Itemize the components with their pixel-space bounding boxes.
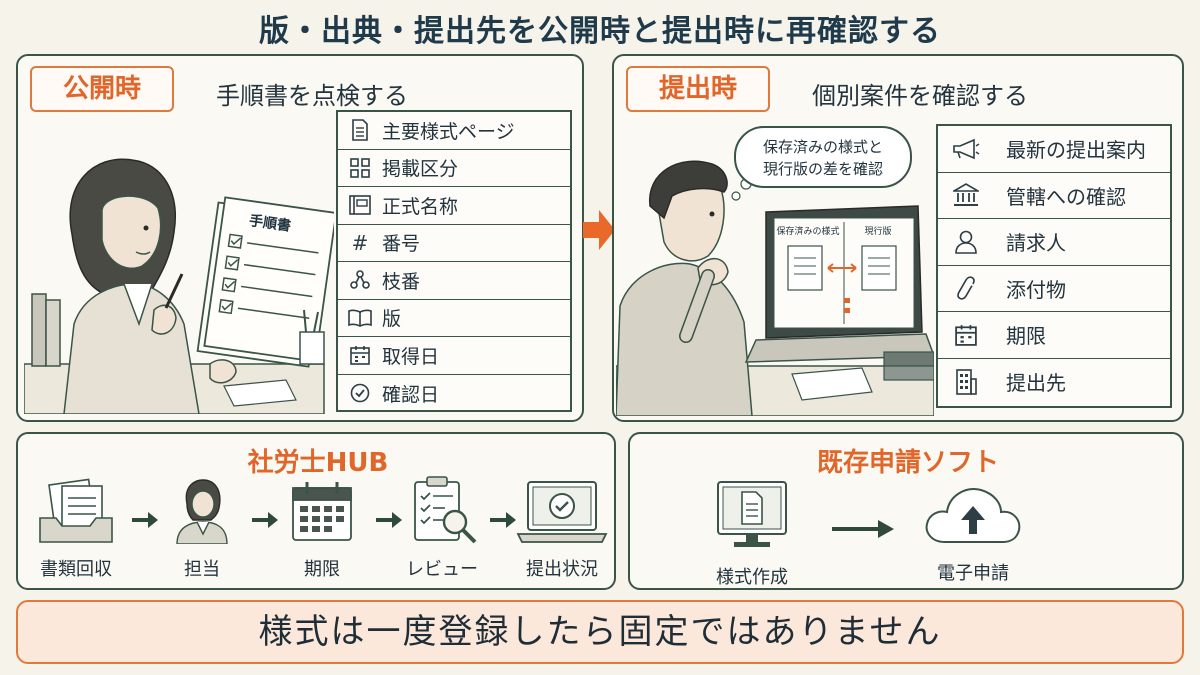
step-label: 期限 <box>304 559 340 580</box>
step-label: 書類回収 <box>40 559 112 580</box>
arrow-right-icon <box>490 512 516 528</box>
thought-bubble: 保存済みの様式と 現行版の差を確認 <box>734 126 912 188</box>
arrow-right-icon <box>376 512 402 528</box>
item-label: 版 <box>382 308 402 331</box>
item-label: 正式名称 <box>382 195 459 218</box>
bubble-line-2: 現行版の差を確認 <box>762 160 883 178</box>
page-title: 版・出典・提出先を公開時と提出時に再確認する <box>259 14 941 49</box>
list-item: 掲載区分 <box>338 150 570 187</box>
hub-title: 社労士HUB <box>247 448 389 478</box>
item-label: 取得日 <box>382 345 440 368</box>
calendar-icon <box>338 345 382 366</box>
woman-reviewing-illustration: 手順書 <box>24 158 334 414</box>
office-building-icon <box>938 368 994 395</box>
calendar-icon <box>938 324 994 346</box>
item-label: 主要様式ページ <box>382 120 515 143</box>
item-label: 確認日 <box>382 383 440 406</box>
item-label: 掲載区分 <box>382 158 459 181</box>
list-item: 枝番 <box>338 262 570 300</box>
list-item: 期限 <box>938 312 1170 359</box>
monitor-document-icon <box>717 481 787 547</box>
submit-subtitle: 個別案件を確認する <box>812 82 1028 110</box>
item-label: 請求人 <box>1006 231 1066 256</box>
step-assignee: 担当 <box>160 478 244 581</box>
submit-tag: 提出時 <box>626 66 770 112</box>
open-book-icon <box>338 309 382 327</box>
laptop-check-icon <box>516 481 608 543</box>
item-label: 最新の提出案内 <box>1006 138 1146 163</box>
publish-subtitle: 手順書を点検する <box>216 82 408 110</box>
list-item: 管轄への確認 <box>938 173 1170 219</box>
step-form-creation: 様式作成 <box>702 478 802 589</box>
document-icon <box>338 119 382 142</box>
megaphone-icon <box>938 138 994 160</box>
list-item: 添付物 <box>938 266 1170 312</box>
software-title: 既存申請ソフト <box>816 448 999 478</box>
cloud-upload-icon <box>925 488 1021 543</box>
step-label: レビュー <box>406 559 478 580</box>
step-label: 様式作成 <box>716 567 788 588</box>
person-icon <box>938 230 994 254</box>
list-item: 取得日 <box>338 337 570 375</box>
list-item: 主要様式ページ <box>338 112 570 150</box>
list-item: 最新の提出案内 <box>938 126 1170 173</box>
arrow-right-icon <box>832 520 894 538</box>
step-submission-status: 提出状況 <box>512 478 612 581</box>
item-label: 期限 <box>1006 324 1046 349</box>
list-item: 請求人 <box>938 219 1170 266</box>
step-label: 提出状況 <box>526 559 598 580</box>
submit-panel: 提出時 個別案件を確認する 保存済みの様式 現行版 <box>612 54 1184 422</box>
screen-saved-form-label: 保存済みの様式 <box>776 225 839 237</box>
flow-arrow-icon <box>583 210 615 250</box>
item-label: 枝番 <box>382 270 421 293</box>
step-document-collection: 書類回収 <box>34 478 118 581</box>
arrow-right-icon <box>252 512 278 528</box>
document-tray-icon <box>39 478 113 543</box>
publish-panel: 公開時 手順書を点検する 手順書 <box>16 54 584 422</box>
list-item: 確認日 <box>338 375 570 413</box>
branch-icon <box>338 270 382 290</box>
man-at-laptop-illustration: 保存済みの様式 現行版 <box>616 160 934 416</box>
screen-current-version-label: 現行版 <box>864 225 891 237</box>
paperclip-icon <box>938 275 994 301</box>
step-review: レビュー <box>400 474 484 581</box>
calendar-icon <box>292 482 352 541</box>
software-panel: 既存申請ソフト 様式作成 電子申請 <box>628 432 1184 590</box>
list-item: 版 <box>338 300 570 337</box>
step-electronic-filing: 電子申請 <box>914 482 1032 585</box>
person-icon <box>176 479 228 545</box>
list-item: 提出先 <box>938 359 1170 406</box>
book-title-icon <box>338 195 382 216</box>
procedure-doc-title: 手順書 <box>248 212 292 235</box>
item-label: 添付物 <box>1006 277 1066 302</box>
item-label: 管轄への確認 <box>1006 184 1126 209</box>
item-label: 番号 <box>382 233 421 256</box>
step-label: 担当 <box>184 559 220 580</box>
step-label: 電子申請 <box>937 563 1009 584</box>
list-item: # 番号 <box>338 225 570 262</box>
bubble-line-1: 保存済みの様式と <box>762 138 883 156</box>
publish-checklist: 主要様式ページ 掲載区分 正式名称 # 番号 枝番 版 取得日 確認日 <box>336 110 572 412</box>
hub-panel: 社労士HUB 書類回収 担当 <box>16 432 616 590</box>
list-item: 正式名称 <box>338 187 570 225</box>
grid-icon <box>338 157 382 178</box>
checklist-magnifier-icon <box>414 476 477 544</box>
arrow-right-icon <box>132 512 158 528</box>
hash-icon: # <box>351 230 369 255</box>
step-deadline: 期限 <box>280 478 364 581</box>
publish-tag: 公開時 <box>30 66 174 112</box>
footer-message: 様式は一度登録したら固定ではありません <box>16 600 1184 664</box>
check-circle-icon <box>338 383 382 403</box>
submit-checklist: 最新の提出案内 管轄への確認 請求人 添付物 期限 提出先 <box>936 124 1172 408</box>
item-label: 提出先 <box>1006 371 1066 396</box>
government-building-icon <box>938 183 994 207</box>
